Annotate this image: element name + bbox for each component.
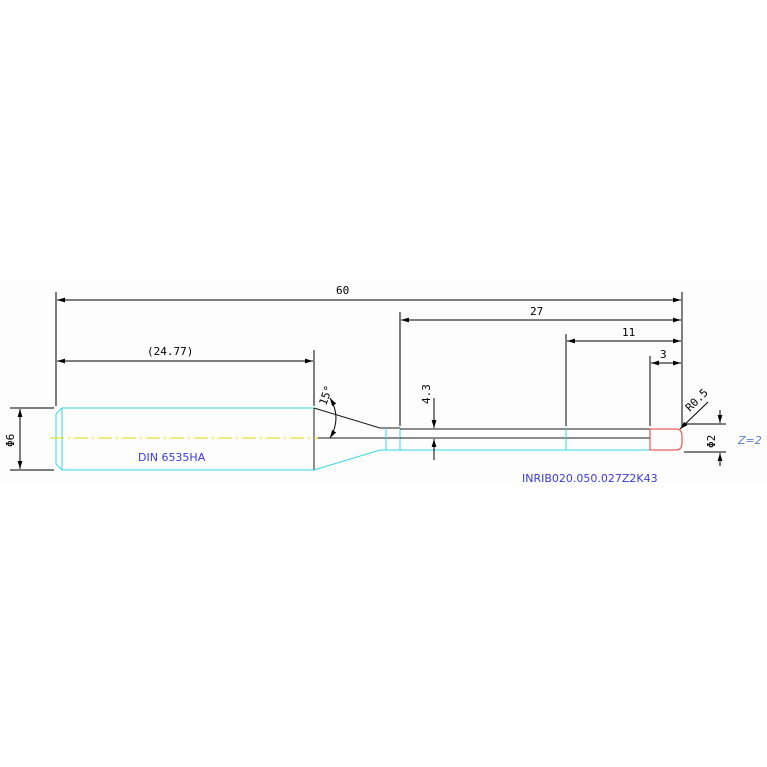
cutting-tip xyxy=(649,428,683,451)
dim-angle-label: 15° xyxy=(317,384,336,407)
flute-count-label: Z=2 xyxy=(737,434,762,447)
dim-shank-label: (24.77) xyxy=(147,345,193,358)
dimensions: 60 27 11 3 (24.77) Φ6 4.3 Φ2 R0.5 1 xyxy=(4,284,726,471)
dim-phi6-label: Φ6 xyxy=(4,434,17,447)
taper-lower xyxy=(313,449,400,471)
part-number-label: INRIB020.050.027Z2K43 xyxy=(522,472,658,485)
shank-outline xyxy=(55,407,314,471)
dim-11-label: 11 xyxy=(622,326,635,339)
shank-standard-label: DIN 6535HA xyxy=(138,451,206,464)
tool-body xyxy=(50,407,683,471)
dim-60-label: 60 xyxy=(336,284,349,297)
dim-phi2-label: Φ2 xyxy=(705,435,718,448)
dim-radius-leader xyxy=(679,401,709,430)
dim-radius-label: R0.5 xyxy=(683,386,711,414)
dim-27-label: 27 xyxy=(530,305,543,318)
dim-neck-label: 4.3 xyxy=(420,384,433,404)
taper-upper xyxy=(313,407,400,429)
dim-angle-arc xyxy=(329,397,337,439)
dim-3-label: 3 xyxy=(660,348,667,361)
